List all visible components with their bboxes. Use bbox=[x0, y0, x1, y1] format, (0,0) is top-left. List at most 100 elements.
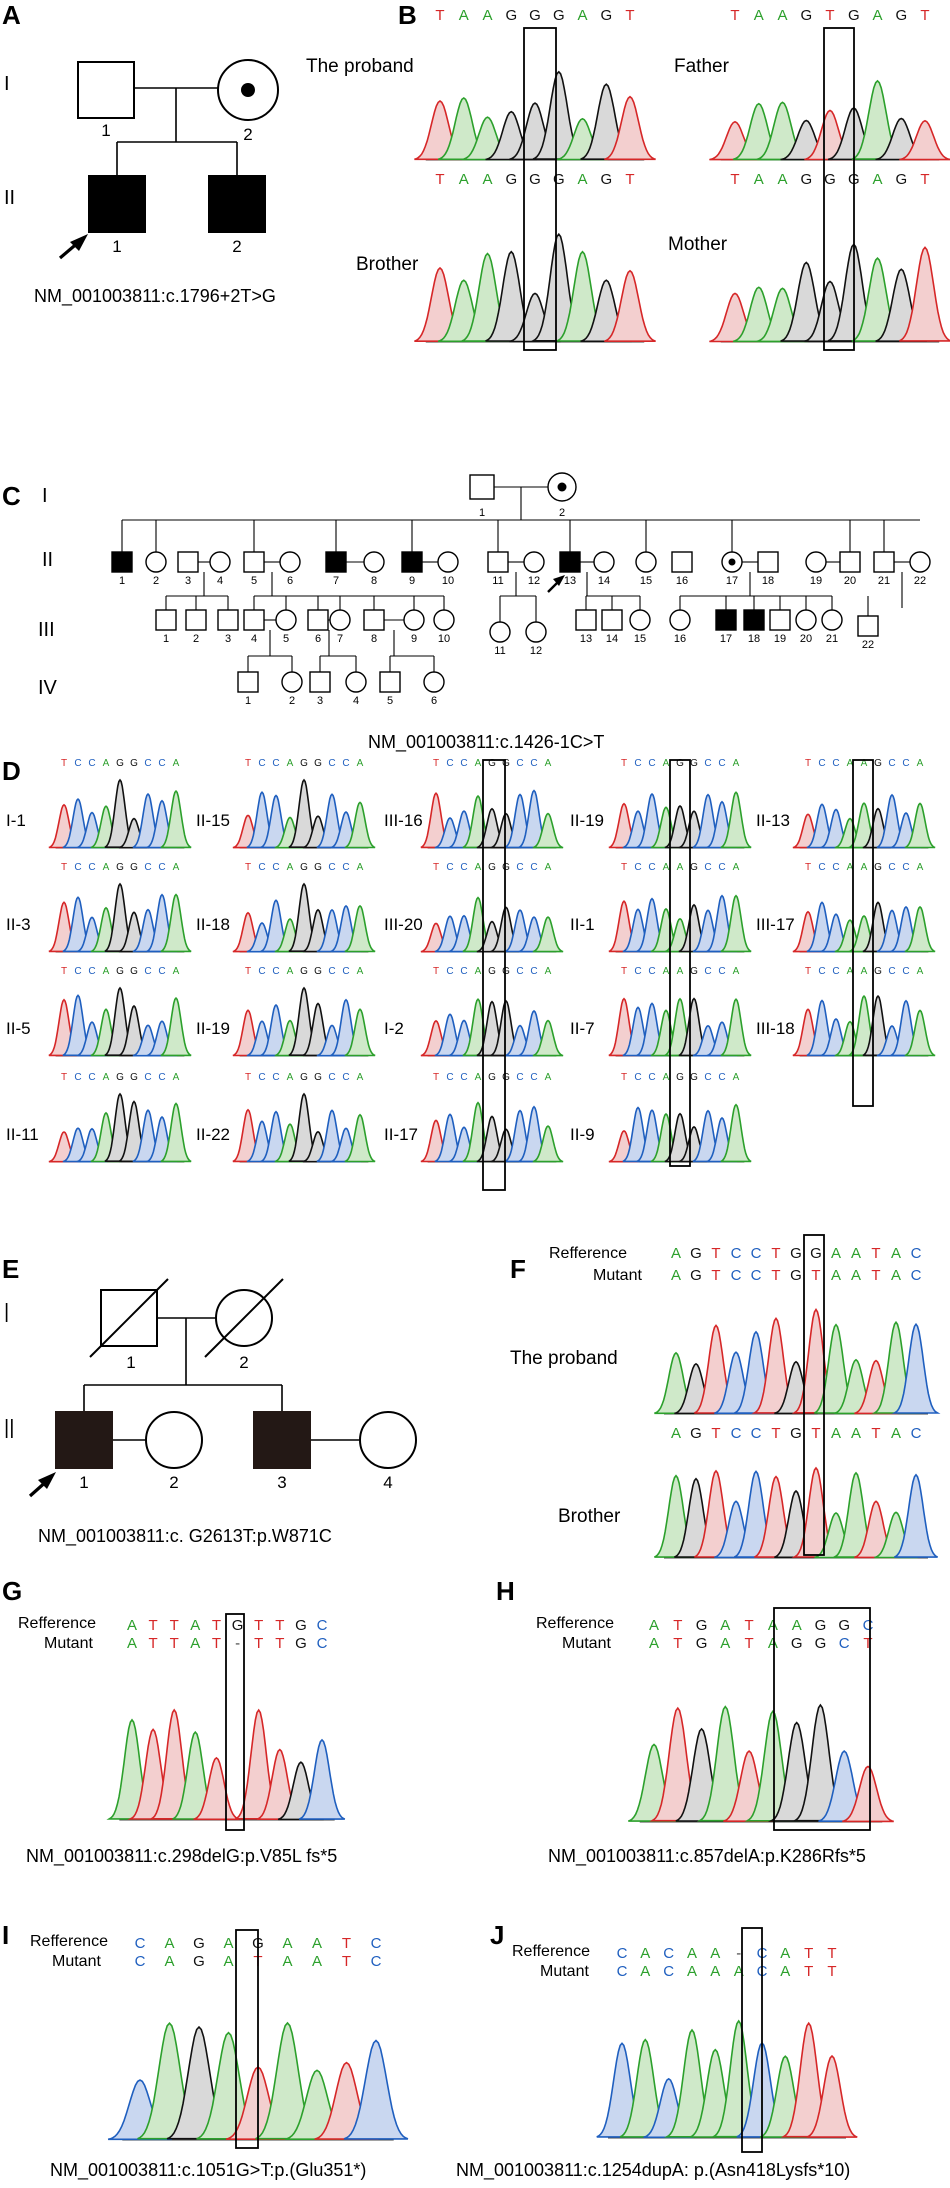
generation-label: IV bbox=[38, 677, 58, 699]
sequence-base: G bbox=[300, 966, 308, 977]
panel-g-label: G bbox=[2, 1576, 22, 1606]
pedigree-male-affected bbox=[253, 1411, 311, 1469]
pedigree-female-unaffected bbox=[821, 609, 843, 631]
trace-peak-C bbox=[894, 1473, 938, 1558]
sequence-base: C bbox=[818, 966, 825, 977]
chromatogram bbox=[106, 1708, 346, 1821]
sequence-base: G bbox=[502, 758, 510, 769]
panel-e-caption: NM_001003811:c. G2613T:p.W871C bbox=[38, 1526, 332, 1547]
sequence-base: C bbox=[902, 966, 909, 977]
sequence-base: T bbox=[805, 862, 811, 873]
proband-arrow bbox=[58, 234, 88, 260]
sequence-base: T bbox=[745, 1635, 754, 1652]
panel-d-label: D bbox=[2, 756, 21, 786]
sequence-base: G bbox=[676, 1072, 684, 1083]
sequence-base: A bbox=[103, 862, 110, 873]
sequence-base: A bbox=[103, 1072, 110, 1083]
sequence-base: C bbox=[663, 1945, 674, 1962]
chromatogram bbox=[628, 1703, 894, 1823]
sequence-base: C bbox=[888, 862, 895, 873]
sequence-base: C bbox=[342, 966, 349, 977]
pedigree-male-unaffected bbox=[77, 61, 135, 119]
trace-peak-C bbox=[891, 1322, 941, 1414]
sequence-base: A bbox=[312, 1935, 322, 1952]
trace-peak-A bbox=[532, 916, 564, 953]
trace-peak-A bbox=[904, 905, 936, 953]
sequence-base: T bbox=[871, 1425, 880, 1442]
sequence-base: A bbox=[851, 1267, 861, 1284]
sequence-base: A bbox=[733, 1072, 740, 1083]
sequence-base: T bbox=[863, 1635, 872, 1652]
pedigree-male-unaffected bbox=[575, 609, 597, 631]
sequence-base: C bbox=[902, 758, 909, 769]
individual-number: 13 bbox=[564, 575, 576, 587]
sequence-base: A bbox=[545, 862, 552, 873]
sequence-base: A bbox=[891, 1245, 901, 1262]
carrier-dot bbox=[557, 482, 567, 492]
individual-number: 20 bbox=[844, 575, 856, 587]
sequence-base: T bbox=[625, 7, 634, 24]
sequence-base: C bbox=[751, 1245, 762, 1262]
sequence-base: T bbox=[827, 1945, 836, 1962]
panel-e-label: E bbox=[2, 1254, 19, 1284]
trace-peak-T bbox=[193, 1756, 240, 1821]
individual-number: 6 bbox=[287, 575, 293, 587]
pedigree-male-unaffected bbox=[379, 671, 401, 693]
sequence-base: G bbox=[193, 1935, 205, 1952]
individual-number: 9 bbox=[411, 633, 417, 645]
sequence-base: C bbox=[648, 966, 655, 977]
pedigree-male-unaffected bbox=[839, 551, 861, 573]
individual-number: 22 bbox=[914, 575, 926, 587]
pedigree-male-affected bbox=[208, 175, 266, 233]
sequence-base: A bbox=[663, 862, 670, 873]
trace-peak-A bbox=[344, 801, 376, 849]
trace-name: Brother bbox=[356, 254, 419, 275]
trace-name: The proband bbox=[510, 1348, 618, 1369]
sequence-base: G bbox=[314, 862, 322, 873]
pedigree-male-unaffected bbox=[769, 609, 791, 631]
individual-number: 2 bbox=[289, 695, 295, 707]
sequence-base: T bbox=[342, 1935, 351, 1952]
sample-name: II-5 bbox=[6, 1019, 31, 1038]
variant-highlight-box bbox=[773, 1607, 871, 1831]
pedigree-male-unaffected bbox=[185, 609, 207, 631]
sequence-base: A bbox=[545, 1072, 552, 1083]
sequence-base: A bbox=[173, 862, 180, 873]
sequence-base: A bbox=[917, 758, 924, 769]
sequence-base: A bbox=[282, 1953, 292, 1970]
sequence-base: A bbox=[103, 758, 110, 769]
sequence-base: G bbox=[300, 862, 308, 873]
individual-number: 20 bbox=[800, 633, 812, 645]
sequence-base: T bbox=[433, 1072, 439, 1083]
trace-peak-A bbox=[904, 802, 936, 849]
generation-label: I bbox=[4, 73, 10, 95]
individual-number: 7 bbox=[337, 633, 343, 645]
panel-a-caption: NM_001003811:c.1796+2T>G bbox=[34, 286, 276, 307]
sequence-base: A bbox=[851, 1245, 861, 1262]
panel-d-title: NM_001003811:c.1426-1C>T bbox=[368, 732, 604, 753]
reference-label: Refference bbox=[18, 1615, 96, 1632]
sequence-base: A bbox=[720, 1635, 730, 1652]
sequence-base: T bbox=[433, 758, 439, 769]
sequence-base: A bbox=[545, 966, 552, 977]
individual-number: 7 bbox=[333, 575, 339, 587]
sequence-base: T bbox=[275, 1617, 284, 1634]
sequence-base: A bbox=[649, 1635, 659, 1652]
pedigree-female-unaffected bbox=[359, 1411, 417, 1469]
sample-name: II-1 bbox=[570, 915, 595, 934]
sequence-base: A bbox=[640, 1945, 650, 1962]
individual-number: 1 bbox=[112, 237, 121, 256]
sequence-base: A bbox=[847, 758, 854, 769]
sequence-base: G bbox=[130, 966, 138, 977]
sequence-base: A bbox=[677, 966, 684, 977]
sequence-base: G bbox=[488, 966, 496, 977]
trace-peak-A bbox=[720, 894, 752, 953]
individual-number: 1 bbox=[479, 507, 485, 519]
sequence-base: C bbox=[863, 1617, 874, 1634]
